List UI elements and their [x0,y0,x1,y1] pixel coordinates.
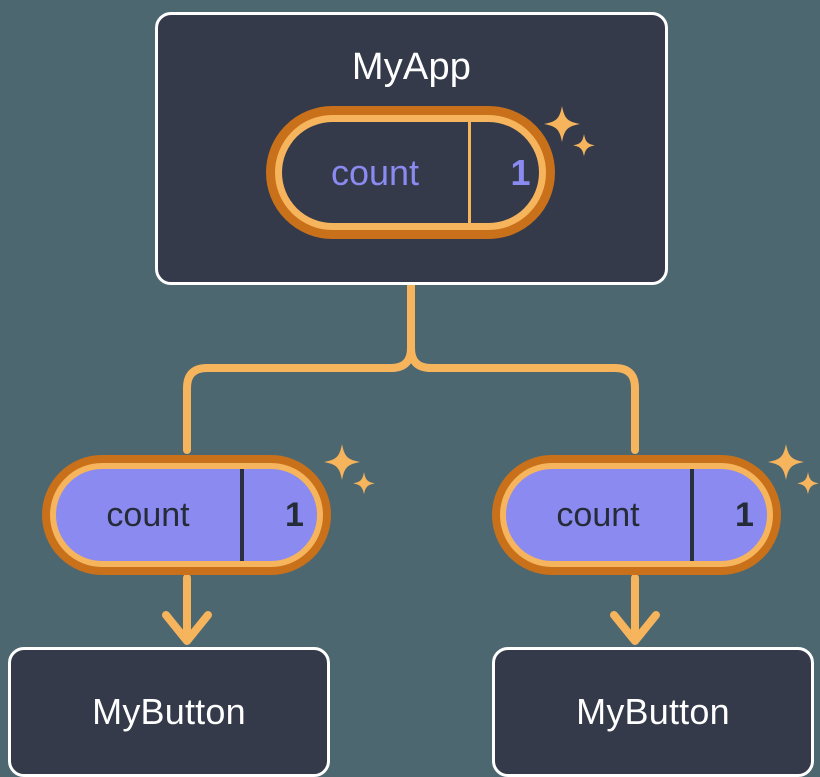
signal-value: 1 [240,469,317,561]
signal-name: count [330,151,420,193]
signal-pill-body: count 1 [282,122,539,223]
signal-name: count [556,496,640,534]
component-box-mybutton-left[interactable]: MyButton [8,647,330,777]
component-label: MyButton [576,691,730,732]
tree-branch-connector [183,281,415,454]
arrow-down-icon-right [610,574,660,645]
signal-pill-body: count 1 [506,469,767,561]
component-box-mybutton-right[interactable]: MyButton [492,647,814,777]
signal-value: 1 [690,469,767,561]
signal-pill-child-right[interactable]: count 1 [492,455,781,575]
sparkle-star-small [353,472,375,495]
page-title: MyApp [351,46,472,88]
signal-pill-body: count 1 [56,469,317,561]
sparkle-star-large [768,444,804,480]
sparkle-star-large [324,444,360,480]
component-label: MyButton [92,691,246,732]
signal-name: count [106,496,190,534]
tree-branch-connector-right [407,344,639,454]
signal-pill-myapp[interactable]: count 1 [266,106,555,239]
signal-pill-child-left[interactable]: count 1 [42,455,331,575]
arrow-down-icon-left [162,574,212,645]
signal-value: 1 [468,122,539,223]
sparkle-star-small [797,472,819,495]
